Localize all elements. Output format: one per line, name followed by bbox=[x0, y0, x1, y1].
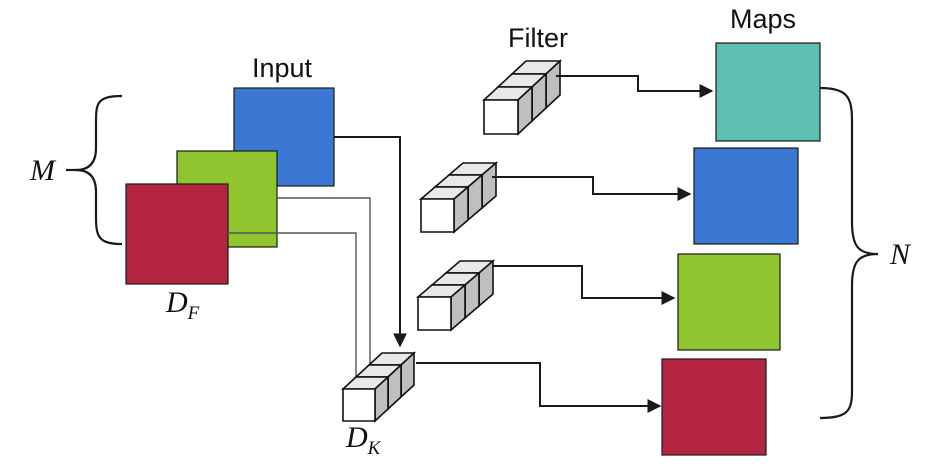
wire-filter3-to-map-green bbox=[492, 265, 676, 305]
df-label: DF bbox=[165, 286, 200, 324]
n-brace-icon bbox=[819, 86, 879, 420]
dk-main: D bbox=[345, 421, 368, 454]
wire-green-to-dk bbox=[277, 197, 375, 379]
m-brace-icon bbox=[75, 94, 123, 246]
wire-blue-to-dk bbox=[334, 136, 407, 348]
wire-filter2-to-map-blue bbox=[492, 176, 692, 201]
filter-dk-cube-stack-icon bbox=[340, 351, 417, 423]
wire-red-to-dk bbox=[228, 232, 361, 393]
dk-label: DK bbox=[345, 421, 382, 459]
cube bbox=[415, 283, 468, 332]
cube bbox=[481, 85, 535, 136]
filter-block-3-cube-stack-icon bbox=[415, 259, 496, 332]
cube bbox=[418, 185, 471, 234]
filter-block-1-cube-stack-icon bbox=[481, 59, 563, 136]
maps-label: Maps bbox=[730, 4, 796, 34]
input-label: Input bbox=[252, 53, 313, 83]
m-label: M bbox=[29, 154, 57, 187]
dk-sub: K bbox=[367, 438, 382, 459]
df-sub: F bbox=[187, 303, 200, 324]
wire-dk-to-map-red bbox=[416, 362, 662, 413]
output-map-red bbox=[661, 358, 767, 456]
output-map-teal bbox=[715, 42, 821, 142]
n-label: N bbox=[889, 238, 912, 271]
cube bbox=[340, 375, 391, 423]
df-main: D bbox=[165, 286, 188, 319]
input-channel-red bbox=[125, 183, 229, 285]
output-map-blue bbox=[693, 147, 799, 245]
filter-block-2-cube-stack-icon bbox=[418, 161, 499, 234]
output-map-green bbox=[677, 253, 781, 351]
wire-filter1-to-map-teal bbox=[556, 75, 714, 98]
filter-group bbox=[340, 59, 563, 423]
filter-label: Filter bbox=[508, 23, 568, 53]
